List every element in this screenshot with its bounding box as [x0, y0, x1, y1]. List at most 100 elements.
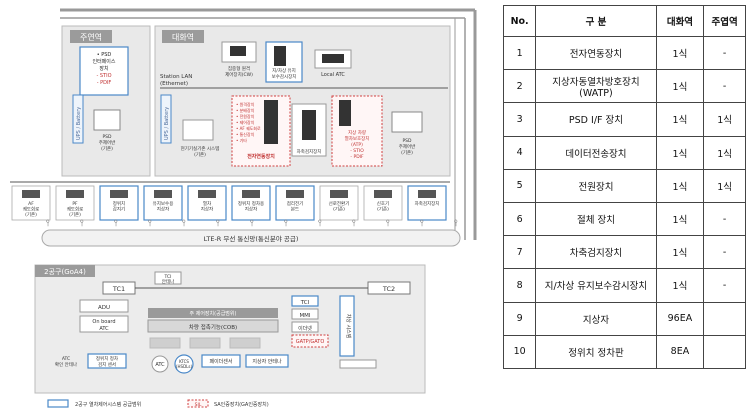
onboard-system-label: 차상 시스템: [345, 314, 352, 339]
cell-daehwa: 1식: [655, 201, 705, 237]
svg-text:제어장치(CW): 제어장치(CW): [225, 71, 253, 78]
svg-text:(기존): (기존): [101, 145, 113, 152]
cell-juyeop: [703, 301, 746, 336]
train-section-label: 2공구(GoA4): [44, 268, 86, 276]
antenna-icon: ⫯: [80, 219, 84, 229]
cell-juyeop: 1식: [703, 168, 746, 203]
cell-daehwa: 8EA: [655, 334, 705, 369]
psd-panel-icon: [93, 109, 121, 131]
field-device-label: 궤도회로: [23, 206, 40, 213]
cell-juyeop: 1식: [703, 102, 746, 137]
field-device-label: 신호기: [377, 200, 389, 207]
field-device-label: 정위치: [113, 200, 125, 207]
field-device: 선로전환기(기존): [319, 185, 359, 221]
legend-sil-label: SA인증장치(GA인증장치): [214, 401, 269, 408]
svg-text:현기기실기존 시스템: 현기기실기존 시스템: [181, 145, 220, 152]
svg-text:PSD: PSD: [102, 134, 112, 140]
svg-text:확인 안테나: 확인 안테나: [55, 361, 77, 368]
svg-text:지상 차량: 지상 차량: [348, 129, 366, 136]
train-detect-label: 차축검지장치: [297, 148, 322, 155]
field-device-label: (기존): [333, 206, 345, 213]
svg-text:- STIO: - STIO: [350, 148, 364, 154]
field-device-label: 열차: [203, 200, 212, 207]
tci-antenna-label: TCI 안테나: [162, 274, 174, 285]
svg-text:보수감시장치: 보수감시장치: [272, 73, 297, 80]
cell-juyeop: -: [703, 268, 746, 303]
cell-category: 지상자동열차방호장치 (WATP): [535, 69, 657, 104]
antenna-icon: ⫯: [148, 219, 152, 229]
lte-antennas: ⫯⫯⫯⫯⫯⫯⫯⫯⫯⫯⫯⫯⫯: [46, 219, 458, 229]
field-device-label: (기존): [377, 206, 389, 213]
field-device: 신호기(기존): [363, 185, 403, 221]
ktcs-circle: [174, 354, 194, 374]
vehicle-control-label: 차량 접촉기능(COB): [189, 323, 237, 331]
cell-category: PSD I/F 장치: [535, 102, 657, 137]
tci-box-label: TCI: [300, 300, 310, 306]
svg-text:안테나: 안테나: [162, 278, 174, 285]
field-device-label: 궤도회로: [67, 206, 84, 213]
cell-no: 5: [502, 168, 537, 203]
atc-circle: [151, 355, 169, 373]
onboard-atc-box: [79, 315, 129, 333]
antenna-icon: ⫯: [318, 219, 322, 229]
svg-text:• 원격장치: • 원격장치: [236, 101, 255, 107]
legend-range-swatch: [47, 399, 69, 408]
dialog-area-tab: [162, 30, 204, 43]
ethernet-box-label: 이더넷: [298, 325, 312, 332]
top-bus-lines: [60, 8, 477, 240]
cell-daehwa: 1식: [655, 102, 705, 137]
field-device-label: 지상자: [157, 206, 170, 213]
tci-antenna-box: [154, 271, 182, 285]
svg-text:PSD: PSD: [402, 138, 412, 144]
field-device-label: 정위치 정차용: [238, 200, 264, 207]
field-device-label: 본드: [291, 207, 299, 213]
psd-main-label: PSD 주제어반 (기존): [399, 138, 416, 156]
psd-main-icon: [391, 111, 423, 133]
cell-category: 전자연동장치: [535, 35, 657, 71]
field-device-label: 지상자: [245, 206, 258, 213]
local-atc-label: Local ATC: [321, 72, 345, 78]
header-daehwa: 대화역: [655, 5, 705, 37]
tci-box: [291, 295, 319, 307]
field-device-label: (기존): [69, 211, 81, 218]
cell-no: 8: [502, 268, 537, 303]
interlock-cabinet-list: • 원격장치 • 분배장치 • 전원장치 • 제어장치 • AF 궤도회로 • …: [236, 101, 261, 143]
antenna-icon: ⫯: [352, 219, 356, 229]
psd-interface-text: • PSD 인터페이스 장치 - STIO - PDIF: [92, 52, 115, 86]
ups-battery-left: [72, 94, 84, 144]
psd-panel-label: PSD 주제어반 (기존): [99, 134, 116, 152]
svg-text:열차보호장치: 열차보호장치: [345, 135, 370, 142]
cell-juyeop: [703, 334, 746, 369]
main-control-label: 주 제어장치(공급범위): [190, 310, 237, 317]
svg-text:(기존): (기존): [401, 149, 413, 156]
adu-box: [79, 299, 129, 313]
cell-category: 전원장치: [535, 168, 657, 203]
mmi-label: MMI: [299, 313, 310, 319]
antenna-icon: ⫯: [284, 219, 288, 229]
antenna-icon: ⫯: [386, 219, 390, 229]
field-device: 차축검지장치: [407, 185, 447, 221]
cell-category: 차축검지장치: [535, 235, 657, 270]
cell-juyeop: -: [703, 69, 746, 104]
cell-category: 데이터전송장치: [535, 135, 657, 170]
cell-daehwa: 96EA: [655, 301, 705, 336]
ethernet-box: [291, 321, 319, 333]
tc2-label: TC2: [382, 285, 395, 293]
svg-text:검지 센서: 검지 센서: [98, 361, 116, 368]
legend-sil-swatch: [187, 399, 209, 408]
station-area-tab: [70, 30, 112, 43]
ktcs-label: KTCS (HSDLs): [176, 359, 193, 369]
svg-text:- STIO: - STIO: [96, 73, 111, 79]
svg-text:• 분배장치: • 분배장치: [236, 107, 255, 113]
svg-text:(기존): (기존): [194, 151, 206, 158]
svg-text:정위치 정차: 정위치 정차: [96, 355, 119, 362]
svg-text:• 제어장치: • 제어장치: [236, 119, 255, 125]
